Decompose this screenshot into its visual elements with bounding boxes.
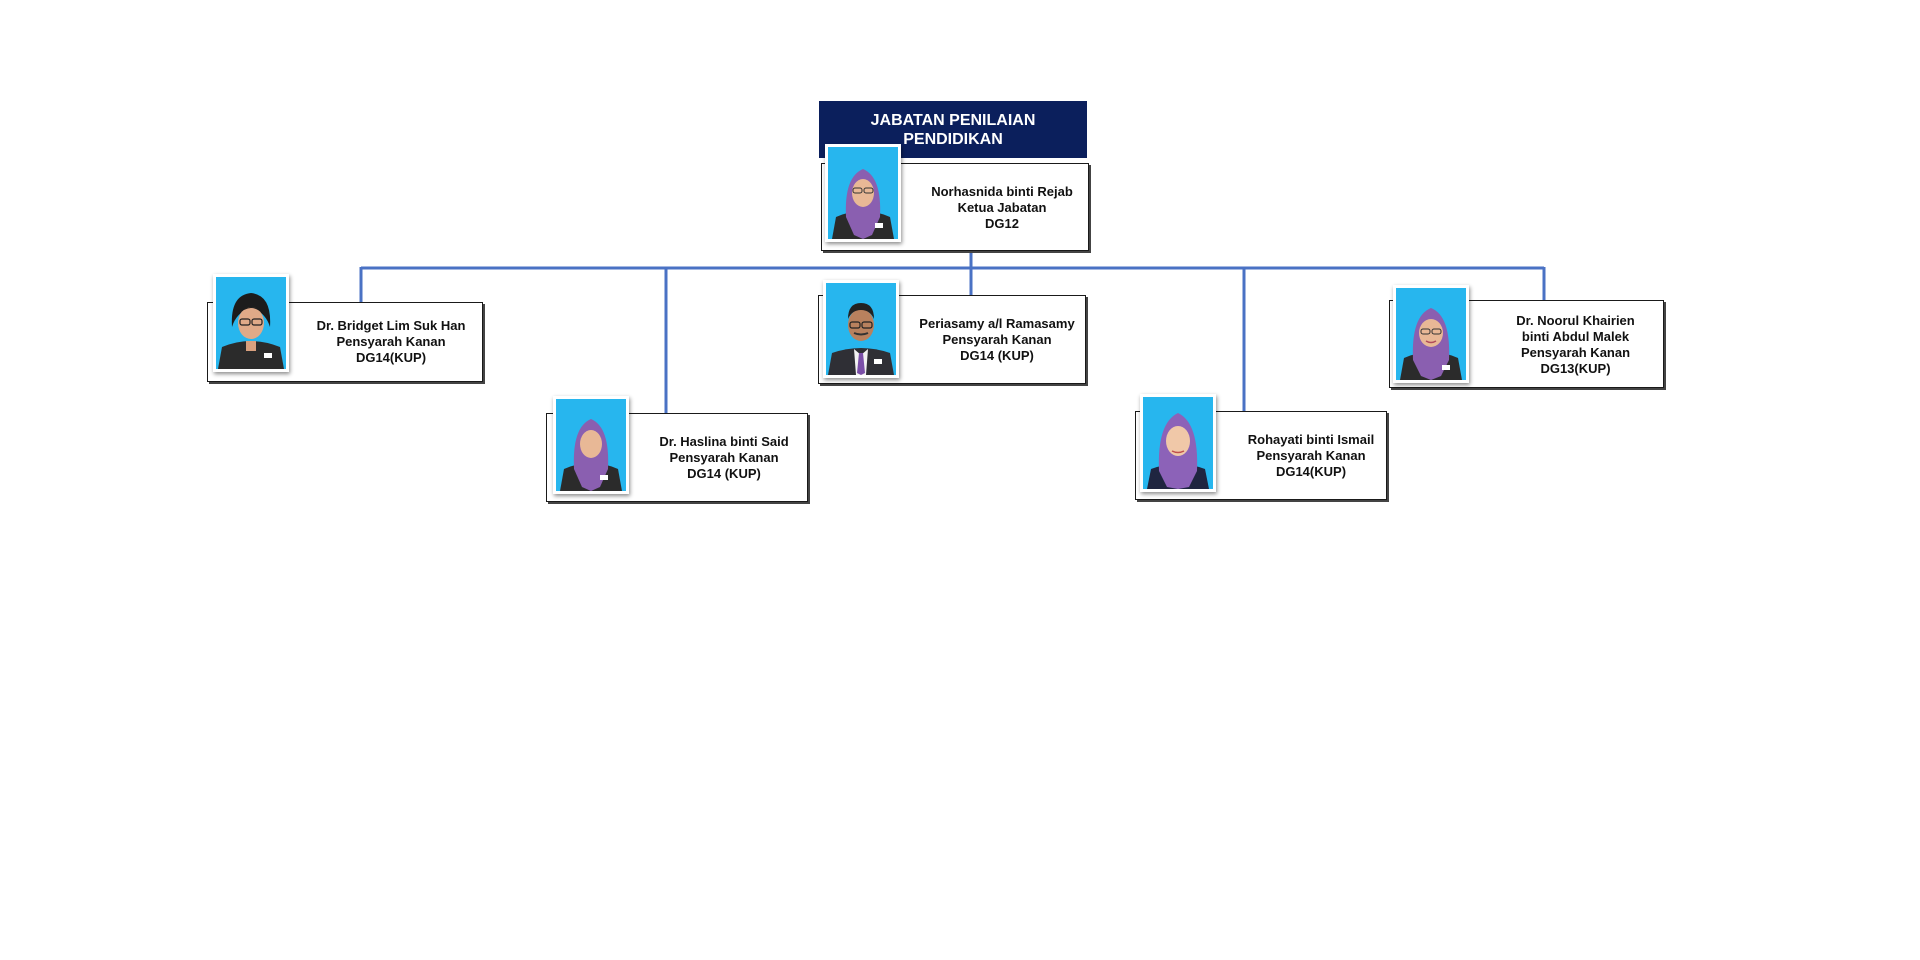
member-3-photo — [823, 280, 899, 378]
member-3-grade: DG14 (KUP) — [960, 348, 1034, 363]
member-3-name: Periasamy a/l Ramasamy — [919, 316, 1075, 331]
member-5-grade: DG13(KUP) — [1540, 361, 1611, 376]
member-3-role: Pensyarah Kanan — [942, 332, 1052, 347]
member-3-text: Periasamy a/l Ramasamy Pensyarah Kanan D… — [907, 316, 1087, 364]
member-5-role: Pensyarah Kanan — [1520, 345, 1631, 360]
department-title-line1: JABATAN PENILAIAN — [870, 112, 1036, 129]
member-2-role: Pensyarah Kanan — [669, 450, 779, 465]
member-1-name: Dr. Bridget Lim Suk Han — [316, 318, 466, 333]
member-1-role: Pensyarah Kanan — [336, 334, 446, 349]
head-role: Ketua Jabatan — [957, 200, 1047, 215]
member-2-text: Dr. Haslina binti Said Pensyarah Kanan D… — [639, 434, 809, 482]
member-1-grade: DG14(KUP) — [355, 350, 427, 365]
portrait-hijab-icon — [1143, 397, 1213, 489]
department-title-line2: PENDIDIKAN — [903, 131, 1003, 148]
member-5-photo — [1393, 285, 1469, 383]
portrait-hijab-glasses-icon — [828, 147, 898, 239]
portrait-hijab-glasses-icon — [1396, 288, 1466, 380]
member-4-grade: DG14(KUP) — [1275, 464, 1347, 479]
head-card-text: Norhasnida binti Rejab Ketua Jabatan DG1… — [914, 184, 1090, 232]
head-grade: DG12 — [985, 216, 1019, 231]
member-5-name-line1: Dr. Noorul Khairien — [1516, 313, 1635, 328]
member-4-text: Rohayati binti Ismail Pensyarah Kanan DG… — [1234, 432, 1388, 480]
member-2-name: Dr. Haslina binti Said — [659, 434, 789, 449]
member-1-photo — [213, 274, 289, 372]
head-name: Norhasnida binti Rejab — [931, 184, 1073, 199]
portrait-hijab-icon — [556, 399, 626, 491]
head-photo — [825, 144, 901, 242]
member-4-photo — [1140, 394, 1216, 492]
member-4-name: Rohayati binti Ismail — [1247, 432, 1375, 447]
portrait-short-hair-glasses-icon — [216, 277, 286, 369]
member-1-text: Dr. Bridget Lim Suk Han Pensyarah Kanan … — [298, 318, 484, 366]
member-2-photo — [553, 396, 629, 494]
member-4-role: Pensyarah Kanan — [1256, 448, 1366, 463]
member-5-text: Dr. Noorul Khairien binti Abdul Malek Pe… — [1486, 313, 1665, 377]
member-5-name-line2: binti Abdul Malek — [1521, 329, 1630, 344]
member-2-grade: DG14 (KUP) — [687, 466, 761, 481]
portrait-man-glasses-tie-icon — [826, 283, 896, 375]
